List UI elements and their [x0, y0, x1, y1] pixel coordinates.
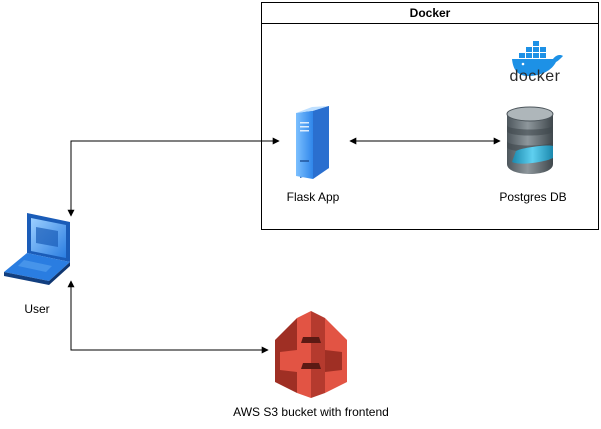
docker-logo: docker: [509, 41, 563, 85]
postgres-db-node[interactable]: Postgres DB: [499, 106, 567, 204]
user-node[interactable]: User: [4, 213, 70, 316]
aws-s3-bucket-icon: [275, 311, 347, 398]
docker-whale-icon: [512, 41, 563, 76]
server-icon: [296, 106, 329, 179]
flask-app-node[interactable]: Flask App: [287, 106, 340, 204]
connector-user-s3: [67, 280, 269, 354]
s3-node[interactable]: AWS S3 bucket with frontend: [233, 311, 389, 419]
laptop-icon: [4, 213, 70, 285]
docker-container-title: Docker: [410, 6, 451, 20]
s3-label: AWS S3 bucket with frontend: [233, 405, 389, 419]
database-icon: [506, 106, 554, 174]
docker-logo-text: docker: [509, 68, 560, 85]
flask-app-label: Flask App: [287, 190, 340, 204]
postgres-db-label: Postgres DB: [499, 190, 566, 204]
user-label: User: [24, 302, 49, 316]
connector-user-flask: [67, 137, 280, 217]
